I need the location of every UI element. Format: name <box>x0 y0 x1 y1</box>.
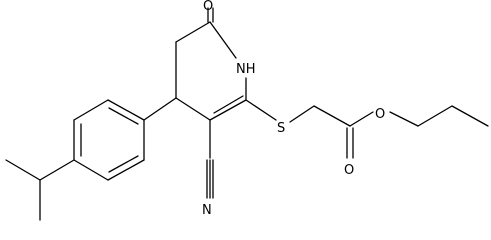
bond-aryl-isopropyl <box>39 159 75 181</box>
carbonyl-oxygen-label: O <box>203 0 213 14</box>
ester-carbonyl-oxygen-label: O <box>344 163 354 178</box>
bond-ch2-c-ester <box>313 105 351 127</box>
structure-canvas: O NH S N O O <box>5 0 489 221</box>
bond-c4-aryl <box>143 97 177 121</box>
aryl-bond-5 <box>107 159 145 181</box>
bond-n1-c6 <box>209 21 237 59</box>
thioether-sulfur-label: S <box>277 121 285 136</box>
ring-nitrogen-label: NH <box>236 62 256 77</box>
bond-propyl-2 <box>451 105 489 127</box>
bond-s-ch2 <box>289 105 315 123</box>
bond-c-o-ester <box>349 111 374 127</box>
ester-oxygen-label: O <box>375 107 385 122</box>
aryl-bond-1-inner <box>108 107 139 125</box>
aryl-bond-1 <box>107 99 145 121</box>
aryl-bond-2 <box>73 99 109 121</box>
bond-c6-c5 <box>175 21 211 43</box>
aryl-bond-4 <box>73 159 109 181</box>
bond-o-propyl <box>389 111 419 127</box>
bond-c4-c3 <box>175 97 211 121</box>
molecule-diagram: O NH S N O O <box>5 0 489 221</box>
bond-isopropyl-me2 <box>5 159 41 181</box>
bond-c2-s <box>245 99 277 121</box>
nitrile-nitrogen-label: N <box>202 203 212 218</box>
aryl-bond-5-inner <box>108 155 139 173</box>
bond-c3-c2 <box>209 99 247 121</box>
bond-c3-c2-double <box>213 95 244 114</box>
bond-propyl-1 <box>417 105 453 127</box>
